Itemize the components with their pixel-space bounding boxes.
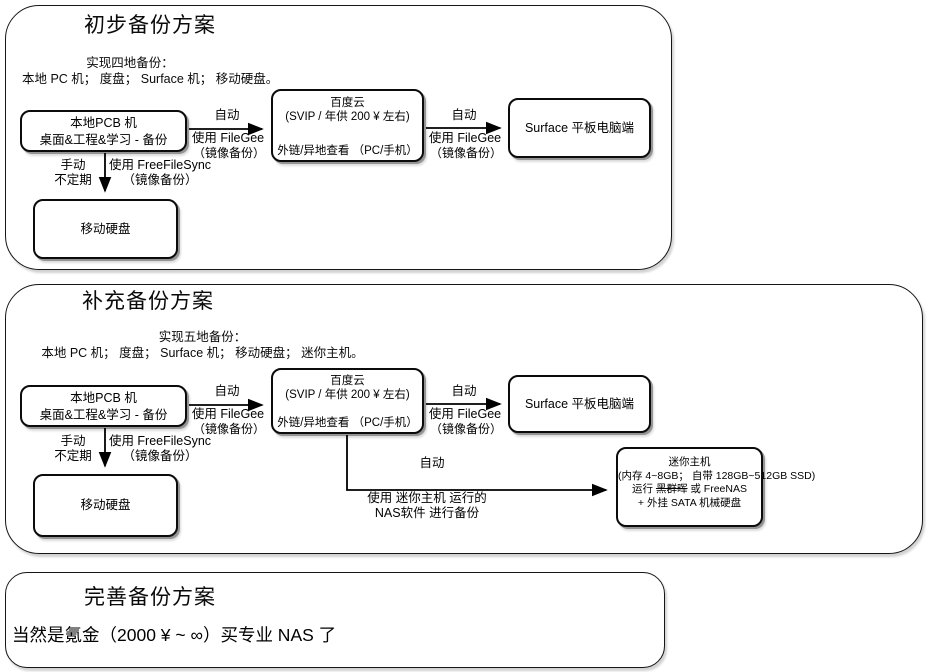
node-label: 桌面&工程&学习 - 备份 — [39, 133, 168, 147]
description-line: 实现五地备份： — [158, 330, 247, 344]
node-portable-hdd: 移动硬盘 — [33, 474, 178, 537]
description-line: 本地 PC 机； 度盘； Surface 机； 移动硬盘。 — [22, 72, 279, 86]
description-line: 本地 PC 机； 度盘； Surface 机； 移动硬盘； 迷你主机。 — [41, 345, 364, 360]
edge-label-line: 手动 — [60, 158, 86, 172]
node-label: 百度云 — [330, 97, 365, 109]
node-label: (SVIP / 年供 200 ¥ 左右) — [285, 111, 410, 123]
node-label: + 外挂 SATA 机械硬盘 — [637, 496, 742, 509]
node-baidu-cloud: 百度云 (SVIP / 年供 200 ¥ 左右) 外链/异地查看 （PC/手机） — [271, 368, 424, 434]
node-label: (SVIP / 年供 200 ¥ 左右) — [285, 389, 410, 401]
node-mini-host: 迷你主机 (内存 4~8GB； 自带 128GB~512GB SSD) 运行 黑… — [616, 447, 816, 527]
node-label: 外链/异地查看 （PC/手机） — [277, 417, 418, 429]
section-final-plan — [5, 572, 665, 668]
node-label: 百度云 — [330, 375, 365, 387]
node-local-pc: 本地PCB 机 桌面&工程&学习 - 备份 — [20, 385, 187, 427]
node-label-part: 或 FreeNAS — [687, 483, 747, 495]
edge-label-line: 使用 FreeFileSync — [108, 434, 212, 448]
edge-label-manual: 手动 不定期 — [44, 434, 102, 463]
preliminary-description: 实现四地备份： 本地 PC 机； 度盘； Surface 机； 移动硬盘。 — [22, 55, 279, 87]
node-label: (内存 4~8GB； 自带 128GB~512GB SSD) — [618, 469, 816, 482]
node-label: 移动硬盘 — [80, 498, 131, 512]
edge-label-filegee: 使用 FileGee — [191, 407, 265, 421]
node-label: Surface 平板电脑端 — [524, 396, 635, 411]
node-label: 桌面&工程&学习 - 备份 — [39, 408, 168, 422]
node-label: 迷你主机 — [668, 456, 711, 468]
node-portable-hdd: 移动硬盘 — [33, 199, 178, 259]
edge-label-line: 不定期 — [54, 172, 92, 187]
edge-label-line: NAS软件 进行备份 — [374, 505, 480, 520]
node-label: 运行 黑群晖 或 FreeNAS — [618, 483, 761, 497]
final-plan-body: 当然是氪金（2000 ¥ ~ ∞）买专业 NAS 了 — [12, 625, 337, 645]
edge-label-freefilesync: 使用 FreeFileSync （镜像备份） — [105, 158, 215, 187]
edge-label-filegee: 使用 FileGee — [191, 131, 265, 145]
edge-label-line: 手动 — [60, 434, 86, 448]
section-supplementary-title: 补充备份方案 — [82, 290, 214, 313]
edge-label-line: （镜像备份） — [122, 448, 198, 463]
edge-label-mirror: （镜像备份） — [192, 146, 265, 160]
node-surface-tablet: Surface 平板电脑端 — [508, 375, 651, 433]
edge-label-line: 使用 迷你主机 运行的 — [367, 491, 487, 505]
edge-label-auto: 自动 — [451, 108, 477, 122]
node-label: 外链/异地查看 （PC/手机） — [277, 145, 418, 157]
node-label: 本地PCB 机 — [70, 116, 137, 130]
node-label-part: 运行 — [632, 483, 656, 495]
node-label-struck: 黑群晖 — [655, 483, 688, 495]
edge-label-line: 使用 FreeFileSync — [108, 158, 212, 172]
node-label: 移动硬盘 — [80, 221, 131, 236]
node-baidu-cloud: 百度云 (SVIP / 年供 200 ¥ 左右) 外链/异地查看 （PC/手机） — [271, 89, 424, 162]
edge-label-mirror: （镜像备份） — [192, 422, 265, 436]
edge-label-auto: 自动 — [214, 108, 240, 122]
edge-label-filegee: 使用 FileGee — [428, 131, 502, 145]
node-surface-tablet: Surface 平板电脑端 — [508, 98, 651, 158]
supplementary-description: 实现五地备份： 本地 PC 机； 度盘； Surface 机； 移动硬盘； 迷你… — [40, 330, 365, 361]
description-line: 实现四地备份： — [86, 56, 174, 70]
edge-label-auto: 自动 — [451, 384, 477, 398]
section-preliminary-title: 初步备份方案 — [84, 14, 216, 37]
edge-label-nas-backup: 使用 迷你主机 运行的 NAS软件 进行备份 — [352, 491, 502, 520]
node-label: 本地PCB 机 — [70, 391, 137, 405]
edge-label-mirror: （镜像备份） — [429, 422, 502, 436]
section-final-title: 完善备份方案 — [84, 586, 216, 609]
edge-label-mirror: （镜像备份） — [429, 146, 502, 160]
edge-label-filegee: 使用 FileGee — [428, 407, 502, 421]
node-label: Surface 平板电脑端 — [524, 120, 635, 135]
edge-label-manual: 手动 不定期 — [44, 158, 102, 187]
edge-label-line: （镜像备份） — [122, 172, 198, 187]
edge-label-auto: 自动 — [419, 456, 445, 470]
edge-label-auto: 自动 — [214, 384, 240, 398]
edge-label-line: 不定期 — [54, 448, 92, 463]
edge-label-freefilesync: 使用 FreeFileSync （镜像备份） — [105, 434, 215, 463]
node-local-pc: 本地PCB 机 桌面&工程&学习 - 备份 — [20, 110, 187, 152]
